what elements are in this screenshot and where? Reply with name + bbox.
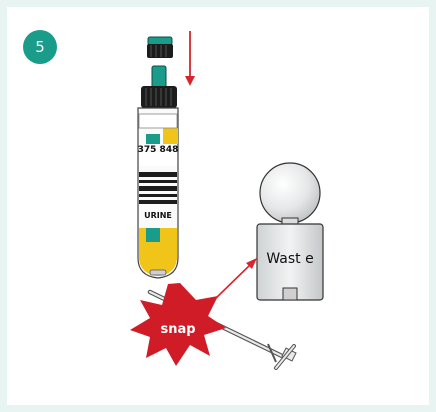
tube-label: URINE [144, 211, 172, 220]
snap-burst: snap [130, 283, 226, 366]
red-down-arrow-icon [185, 31, 195, 86]
sample-tube: 375 848 URINE [138, 66, 179, 278]
snap-label: snap [160, 322, 195, 337]
waste-container: Wast e [257, 163, 323, 300]
waste-label: Wast e [266, 251, 313, 267]
barcode-number: 375 848 [138, 145, 179, 155]
detached-cap [147, 37, 173, 58]
red-diagonal-arrow-icon [214, 258, 257, 300]
